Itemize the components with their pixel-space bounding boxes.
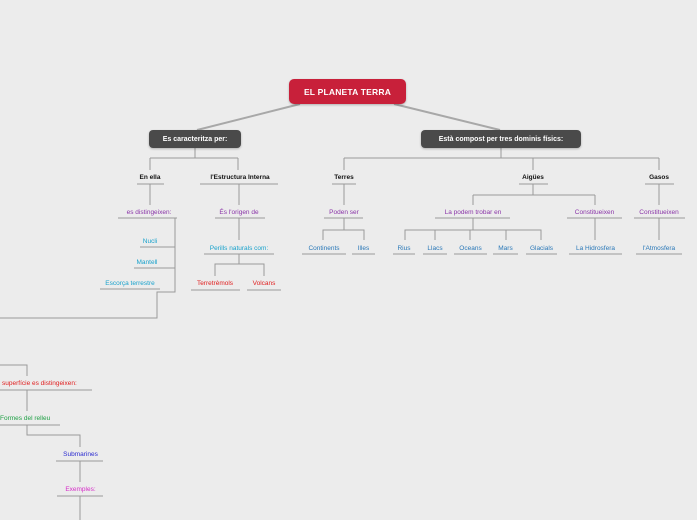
node-en-ella[interactable]: En ella: [139, 174, 161, 181]
node-illes[interactable]: Illes: [357, 245, 370, 252]
node-poden-ser[interactable]: Poden ser: [329, 209, 359, 216]
node-estructura-interna[interactable]: l'Estructura Interna: [210, 174, 270, 181]
node-terretremols[interactable]: Terretrèmols: [196, 280, 234, 287]
branch-node-caracteritza[interactable]: Es caracteritza per:: [149, 130, 241, 148]
branch-node-dominis[interactable]: Està compost per tres dominis físics:: [421, 130, 581, 148]
node-origen-de[interactable]: És l'origen de: [219, 209, 259, 216]
node-nucli[interactable]: Nucli: [142, 238, 158, 245]
node-superficie-distingeixen[interactable]: superfície es distingeixen:: [2, 380, 77, 387]
node-es-distingeixen[interactable]: es distingeixen:: [126, 209, 172, 216]
node-formes-relleu[interactable]: Formes del relleu: [0, 415, 51, 422]
node-mars[interactable]: Mars: [498, 245, 513, 252]
node-gasos[interactable]: Gasos: [649, 174, 669, 181]
node-llacs[interactable]: Llacs: [427, 245, 443, 252]
node-exemples[interactable]: Exemples:: [65, 486, 96, 493]
node-terres[interactable]: Terres: [334, 174, 354, 181]
node-volcans[interactable]: Volcans: [252, 280, 276, 287]
node-perills-naturals[interactable]: Perills naturals com:: [209, 245, 269, 252]
node-continents[interactable]: Continents: [308, 245, 340, 252]
node-mantell[interactable]: Mantell: [136, 259, 158, 266]
node-constitueixen-hidrosfera[interactable]: Constitueixen: [574, 209, 615, 216]
node-submarines[interactable]: Submarines: [63, 451, 98, 458]
node-atmosfera[interactable]: l'Atmosfera: [642, 245, 676, 252]
node-rius[interactable]: Rius: [397, 245, 411, 252]
node-aigues[interactable]: Aigües: [522, 174, 544, 181]
node-oceans[interactable]: Oceans: [459, 245, 482, 252]
node-podem-trobar[interactable]: La podem trobar en: [444, 209, 502, 216]
node-escorca-terrestre[interactable]: Escorça terrestre: [105, 280, 155, 287]
node-hidrosfera[interactable]: La Hidrosfera: [575, 245, 616, 252]
root-node[interactable]: EL PLANETA TERRA: [289, 79, 406, 104]
node-constitueixen-atmosfera[interactable]: Constitueixen: [639, 209, 679, 216]
node-glacials[interactable]: Glacials: [529, 245, 554, 252]
